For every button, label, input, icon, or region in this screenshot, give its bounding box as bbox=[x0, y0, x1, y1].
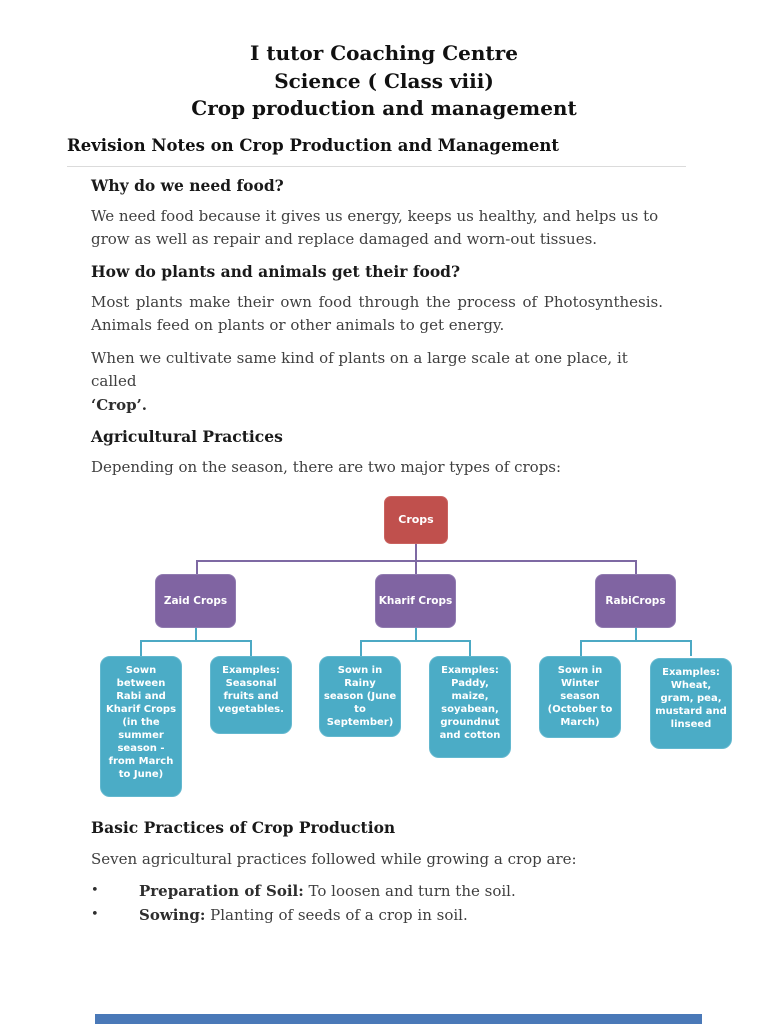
crop-definition-text: When we cultivate same kind of plants on… bbox=[91, 348, 628, 391]
practices-list: • Preparation of Soil: To loosen and tur… bbox=[91, 879, 663, 927]
list-item-text: Preparation of Soil: To loosen and turn … bbox=[139, 879, 516, 903]
connector-rabi-child2-stub bbox=[690, 639, 692, 656]
flowchart-leaf-rabi-season: Sown in Winter season (October to March) bbox=[539, 655, 621, 738]
connector-rabi-child1-stub bbox=[580, 639, 582, 656]
list-item-sowing: • Sowing: Planting of seeds of a crop in… bbox=[91, 903, 663, 927]
list-item-rest: Planting of seeds of a crop in soil. bbox=[205, 906, 468, 924]
list-item-preparation: • Preparation of Soil: To loosen and tur… bbox=[91, 879, 663, 903]
flowchart-leaf-kharif-examples: Examples: Paddy, maize, soyabean, ground… bbox=[429, 655, 511, 758]
connector-zaid-stub bbox=[196, 559, 198, 574]
connector-rabi-stub bbox=[635, 559, 637, 574]
document-title: I tutor Coaching Centre Science ( Class … bbox=[0, 0, 768, 123]
connector-zaid-down bbox=[195, 627, 197, 641]
flowchart-leaf-zaid-season: Sown between Rabi and Kharif Crops (in t… bbox=[100, 655, 182, 797]
list-item-lead: Sowing: bbox=[139, 906, 206, 924]
bullet-icon: • bbox=[91, 883, 99, 898]
flowchart-leaf-zaid-examples: Examples: Seasonal fruits and vegetables… bbox=[210, 655, 292, 734]
title-line-2: Science ( Class viii) bbox=[274, 68, 494, 93]
section-title: Revision Notes on Crop Production and Ma… bbox=[67, 135, 560, 155]
paragraph-agri-intro: Depending on the season, there are two m… bbox=[91, 458, 562, 476]
bullet-icon: • bbox=[91, 907, 99, 922]
connector-kharif-stub bbox=[415, 559, 417, 574]
heading-agricultural-practices: Agricultural Practices bbox=[91, 427, 283, 446]
heading-why-food: Why do we need food? bbox=[91, 175, 284, 195]
notes-content: Why do we need food? We need food becaus… bbox=[91, 176, 663, 480]
paragraph-how-food: Most plants make their own food through … bbox=[91, 292, 663, 335]
heading-basic-practices: Basic Practices of Crop Production bbox=[91, 817, 396, 837]
connector-zaid-child2-stub bbox=[250, 639, 252, 656]
connector-rabi-down bbox=[635, 627, 637, 641]
connector-zaid-child1-stub bbox=[140, 639, 142, 656]
divider-line bbox=[67, 165, 686, 167]
title-line-3: Crop production and management bbox=[191, 96, 577, 120]
connector-kharif-down bbox=[415, 627, 417, 641]
connector-rabi-children-horizontal bbox=[580, 639, 691, 642]
heading-how-food: How do plants and animals get their food… bbox=[91, 261, 461, 281]
flowchart-node-kharif-crops: Kharif Crops bbox=[375, 573, 456, 628]
connector-kharif-child1-stub bbox=[360, 639, 362, 656]
list-item-text: Sowing: Planting of seeds of a crop in s… bbox=[139, 903, 468, 927]
connector-root-vertical bbox=[415, 543, 417, 560]
list-item-rest: To loosen and turn the soil. bbox=[303, 882, 516, 900]
paragraph-why-food: We need food because it gives us energy,… bbox=[91, 206, 659, 249]
paragraph-practices-intro: Seven agricultural practices followed wh… bbox=[91, 849, 577, 868]
flowchart-node-rabi-crops: RabiCrops bbox=[595, 573, 676, 628]
flowchart-leaf-kharif-season: Sown in Rainy season (June to September) bbox=[319, 655, 401, 737]
crops-flowchart: Crops Zaid Crops Kharif Crops RabiCrops … bbox=[0, 495, 768, 798]
connector-kharif-children-horizontal bbox=[360, 639, 471, 642]
title-line-1: I tutor Coaching Centre bbox=[250, 41, 518, 65]
flowchart-leaf-rabi-examples: Examples: Wheat, gram, pea, mustard and … bbox=[650, 657, 732, 749]
flowchart-node-crops: Crops bbox=[384, 495, 448, 544]
paragraph-crop-definition: When we cultivate same kind of plants on… bbox=[91, 347, 663, 418]
next-page-peek-bar bbox=[95, 1014, 702, 1024]
basic-practices-section: Basic Practices of Crop Production Seven… bbox=[91, 818, 663, 928]
list-item-lead: Preparation of Soil: bbox=[139, 882, 304, 900]
flowchart-node-zaid-crops: Zaid Crops bbox=[155, 573, 236, 628]
connector-kharif-child2-stub bbox=[469, 639, 471, 656]
connector-zaid-children-horizontal bbox=[140, 639, 252, 642]
crop-term: ‘Crop’. bbox=[91, 395, 148, 414]
